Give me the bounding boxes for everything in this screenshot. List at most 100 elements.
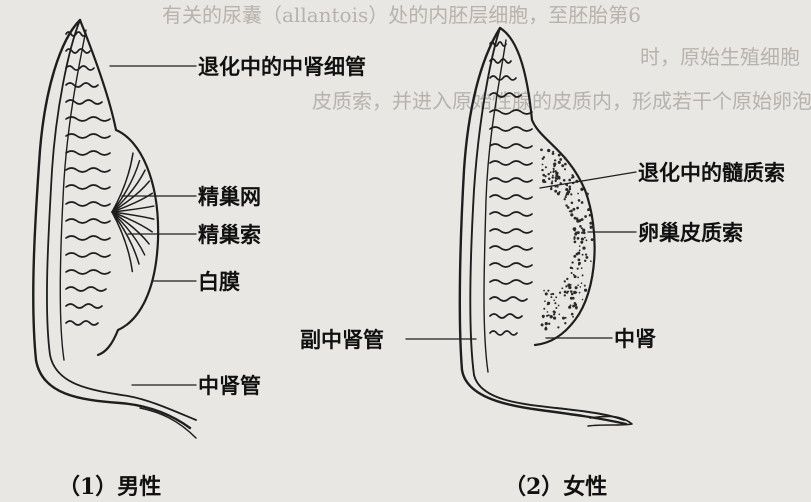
stipple-dot	[577, 193, 579, 195]
stipple-dot	[553, 299, 555, 301]
stipple-dot	[578, 199, 581, 202]
female-tubule-coil	[490, 212, 532, 216]
stipple-dot	[551, 182, 553, 184]
stipple-dot	[565, 285, 567, 287]
female-tubule-coil	[490, 229, 532, 233]
female-tubule-coil	[490, 161, 532, 165]
ghost-text-line-3: 皮质索，并进入原始性腺的皮质内，形成若干个原始卵泡	[312, 89, 811, 113]
label-testis-cords: 精巢索	[198, 222, 261, 247]
stipple-dot	[582, 246, 585, 249]
stipple-dot	[555, 170, 557, 172]
stipple-dot	[548, 323, 550, 325]
stipple-dot	[582, 229, 585, 232]
stipple-dot	[573, 227, 576, 230]
testis-cord-strand	[112, 153, 133, 212]
stipple-dot	[584, 237, 586, 239]
ghost-text-line-1: 有关的尿囊（allantois）处的内胚层细胞，至胚胎第6	[162, 3, 641, 27]
stipple-dot	[573, 255, 576, 258]
stipple-dot	[571, 272, 573, 274]
caption-female: （2）女性	[504, 474, 607, 500]
stipple-dot	[565, 204, 567, 206]
stipple-dot	[589, 222, 592, 225]
stipple-dot	[555, 296, 557, 298]
stipple-dot	[580, 188, 583, 191]
stipple-dot	[552, 171, 554, 173]
label-mesonephros: 中肾	[614, 326, 656, 351]
stipple-dot	[590, 227, 592, 229]
stipple-dot	[572, 208, 575, 211]
stipple-dot	[548, 178, 551, 181]
male-tubules	[66, 32, 110, 325]
stipple-dot	[578, 259, 581, 262]
stipple-dot	[566, 278, 568, 280]
stipple-dot	[581, 267, 583, 269]
stipple-dot	[564, 291, 567, 294]
male-tubule-coil	[66, 151, 110, 155]
stipple-dot	[542, 174, 545, 177]
stipple-dot	[576, 207, 579, 210]
stipple-dot	[545, 326, 547, 328]
female-tubule-coil	[490, 297, 527, 301]
stipple-dot	[567, 290, 569, 292]
stipple-dot	[577, 277, 579, 279]
stipple-dot	[570, 284, 572, 286]
stipple-dot	[554, 159, 556, 161]
stipple-dot	[574, 275, 577, 278]
female-tubule-coil	[490, 195, 532, 199]
stipple-dot	[554, 180, 556, 182]
stipple-dot	[552, 151, 554, 153]
stipple-dot	[583, 231, 586, 234]
female-tubules	[490, 42, 532, 335]
stipple-dot	[568, 179, 571, 182]
stipple-dot	[545, 166, 547, 168]
stipple-dot	[591, 238, 594, 241]
stipple-dot	[565, 317, 567, 319]
stipple-dot	[579, 286, 581, 288]
stipple-dot	[572, 176, 575, 179]
male-tubule-coil	[66, 219, 110, 223]
stipple-dot	[577, 237, 580, 240]
male-tubule-coil	[66, 134, 110, 138]
stipple-dot	[542, 316, 544, 318]
stipple-dot	[565, 194, 567, 196]
stipple-dot	[578, 219, 581, 222]
stipple-dot	[559, 158, 562, 161]
male-outer-body	[33, 20, 190, 428]
stipple-dot	[567, 190, 570, 193]
stipple-dot	[564, 157, 567, 160]
ovarian-cortex-stipple	[540, 148, 594, 330]
male-tubule-coil	[66, 83, 98, 87]
stipple-dot	[557, 326, 559, 328]
stipple-dot	[572, 316, 574, 318]
stipple-dot	[558, 154, 561, 157]
stipple-dot	[585, 239, 587, 241]
male-tubule-coil	[66, 287, 106, 291]
female-tubule-coil	[490, 59, 511, 63]
stipple-dot	[570, 290, 573, 293]
male-tubule-coil	[66, 202, 110, 206]
female-tubule-coil	[490, 331, 517, 335]
female-tubule-coil	[490, 280, 532, 284]
stipple-dot	[565, 196, 567, 198]
stipple-dot	[581, 238, 584, 241]
female-tubule-coil	[490, 314, 522, 318]
stipple-dot	[573, 291, 576, 294]
stipple-dot	[571, 293, 574, 296]
stipple-dot	[568, 306, 571, 309]
stipple-dot	[564, 280, 566, 282]
stipple-dot	[545, 322, 548, 325]
male-leaders	[110, 66, 196, 385]
stipple-dot	[564, 198, 566, 200]
testis-cord-strand	[112, 212, 132, 271]
stipple-dot	[550, 296, 552, 298]
caption-male: （1）男性	[58, 474, 161, 500]
stipple-dot	[569, 185, 572, 188]
stipple-dot	[590, 260, 592, 262]
stipple-dot	[553, 163, 556, 166]
stipple-dot	[584, 285, 586, 287]
stipple-dot	[564, 322, 566, 324]
male-tubule-coil	[66, 236, 110, 240]
stipple-dot	[553, 313, 555, 315]
stipple-dot	[548, 314, 550, 316]
male-tubule-coil	[66, 304, 102, 308]
